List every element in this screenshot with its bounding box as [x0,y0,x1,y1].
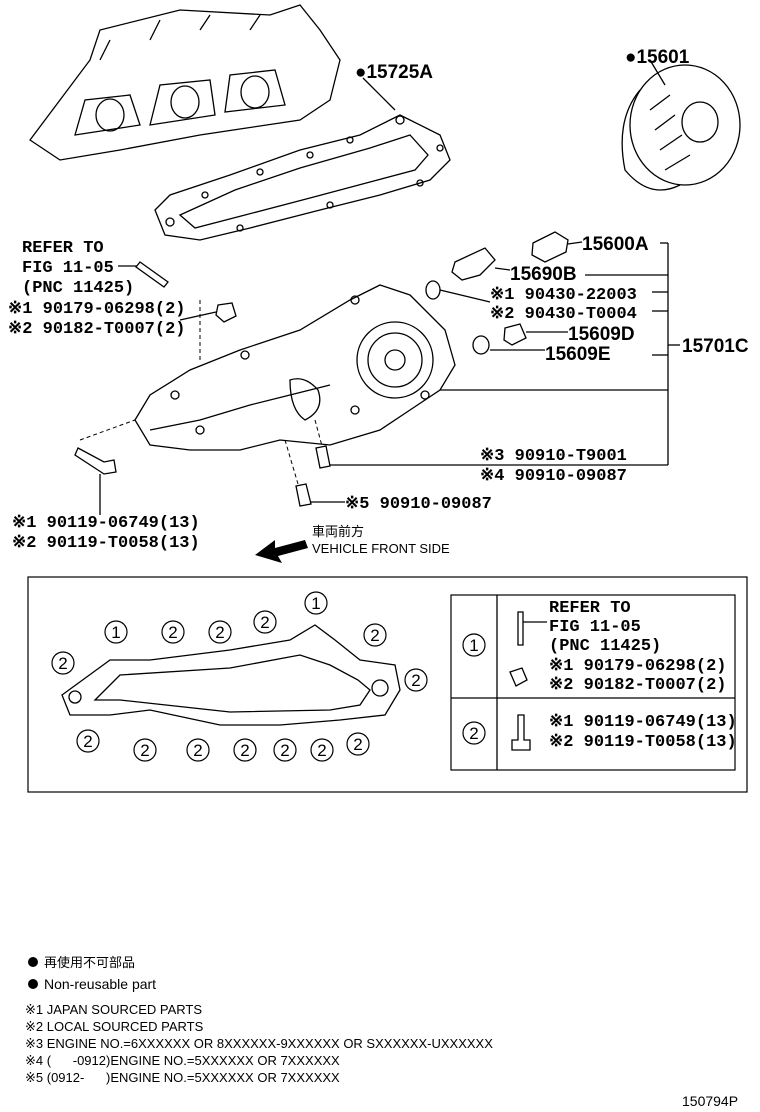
note-5: ※5 (0912- )ENGINE NO.=5XXXXXX OR 7XXXXXX [25,1070,340,1085]
refer-bolt-icon [135,261,169,288]
bolt-marker: 2 [346,732,370,756]
note-4: ※4 ( -0912)ENGINE NO.=5XXXXXX OR 7XXXXXX [25,1053,340,1068]
bolt-90119-drawing [74,419,136,515]
note-3: ※3 ENGINE NO.=6XXXXXX OR 8XXXXXX-9XXXXXX… [25,1036,493,1051]
svg-text:2: 2 [58,654,67,673]
sensor-15600a-drawing [531,231,583,263]
callout-15725a: ●15725A [355,62,433,83]
bolt-marker: 2 [76,729,100,753]
legend-jp: 再使用不可部品 [44,955,135,970]
detail-view-frame [27,576,748,793]
vehicle-front-label-en: VEHICLE FRONT SIDE [312,541,450,556]
drain-plug-drawing [314,419,331,469]
callout-90119-06749: ※1 90119-06749(13) [12,514,200,533]
gasket-ring-drawing [425,280,491,303]
key-row-2-marker: 2 [469,724,478,743]
svg-text:2: 2 [411,671,420,690]
bolt-marker: 2 [161,620,185,644]
bolt-marker: 2 [133,738,157,762]
callout-90119-t0058: ※2 90119-T0058(13) [12,534,200,553]
oil-filter-drawing [621,59,741,191]
callout-90910-t9001: ※3 90910-T9001 [480,447,627,466]
key-nut-icon [509,667,528,687]
bolt-marker: 2 [253,610,277,634]
svg-text:2: 2 [168,623,177,642]
callout-90910-09087-b: ※5 90910-09087 [345,495,492,514]
bolt-marker: 2 [233,738,257,762]
bolt-marker: 2 [404,668,428,692]
engine-block-drawing [29,4,341,161]
vehicle-front-arrow-icon [255,540,308,563]
callout-15609e: 15609E [545,344,611,365]
note-2: ※2 LOCAL SOURCED PARTS [25,1019,204,1034]
key-row-1-marker: 1 [469,636,478,655]
legend-dot-icon [28,957,38,967]
svg-text:2: 2 [280,741,289,760]
refer-line-3: (PNC 11425) [22,279,134,298]
gasket-bolt-markers: 1 1 2 2 2 2 2 2 2 2 2 2 2 2 2 [51,591,428,762]
figure-id: 150794P [682,1093,738,1109]
oil-cooler-gasket-drawing [154,77,451,241]
svg-text:1: 1 [311,594,320,613]
callout-90430-t0004: ※2 90430-T0004 [490,305,637,324]
refer-line-1: REFER TO [22,239,104,258]
svg-text:2: 2 [215,623,224,642]
svg-text:2: 2 [260,613,269,632]
svg-text:2: 2 [83,732,92,751]
oil-cooler-body-drawing [134,284,456,451]
callout-15701c: 15701C [682,336,749,357]
key-row-1-refer-3: (PNC 11425) [549,637,661,656]
svg-text:2: 2 [317,741,326,760]
bolt-marker: 2 [208,620,232,644]
callout-15609d: 15609D [568,324,635,345]
plug-15609d-drawing [503,323,568,346]
svg-text:2: 2 [140,741,149,760]
key-row-2-part-2: ※2 90119-T0058(13) [549,733,737,752]
callout-15601: ●15601 [625,47,690,68]
key-flange-bolt-icon [511,714,531,751]
part-90179-06298: ※1 90179-06298(2) [8,300,185,319]
key-row-1-part-1: ※1 90179-06298(2) [549,657,726,676]
key-row-1-refer-2: FIG 11-05 [549,618,641,637]
nut-icon [215,302,237,323]
callout-90430-22003: ※1 90430-22003 [490,286,637,305]
key-row-1-part-2: ※2 90182-T0007(2) [549,676,726,695]
bolt-marker: 2 [51,651,75,675]
part-90182-t0007: ※2 90182-T0007(2) [8,320,185,339]
legend-en: Non-reusable part [44,976,156,992]
svg-text:1: 1 [111,623,120,642]
legend-dot-icon [28,979,38,989]
note-1: ※1 JAPAN SOURCED PARTS [25,1002,202,1017]
svg-text:2: 2 [370,626,379,645]
refer-line-2: FIG 11-05 [22,259,114,278]
gasket-detail-drawing [61,624,401,726]
bolt-marker: 2 [310,738,334,762]
bolt-marker: 2 [273,738,297,762]
plug-90910-09087-drawing [284,439,345,507]
callout-15600a: 15600A [582,234,649,255]
svg-text:2: 2 [353,735,362,754]
bolt-marker: 1 [304,591,328,615]
callout-90910-09087-a: ※4 90910-09087 [480,467,627,486]
svg-text:2: 2 [193,741,202,760]
key-row-1-refer-1: REFER TO [549,599,631,618]
key-row-2-part-1: ※1 90119-06749(13) [549,713,737,732]
bolt-marker: 2 [363,623,387,647]
vehicle-front-label-jp: 車両前方 [312,524,364,539]
svg-text:2: 2 [240,741,249,760]
washer-15609e-drawing [472,335,545,355]
fastener-key-table: 1 2 REFER TO FIG 11-05 (PNC 11425) ※1 90… [450,594,737,771]
key-bolt-icon [517,611,524,646]
switch-15690b-drawing [451,247,511,281]
bolt-marker: 2 [186,738,210,762]
callout-15690b: 15690B [510,264,577,285]
bolt-marker: 1 [104,620,128,644]
